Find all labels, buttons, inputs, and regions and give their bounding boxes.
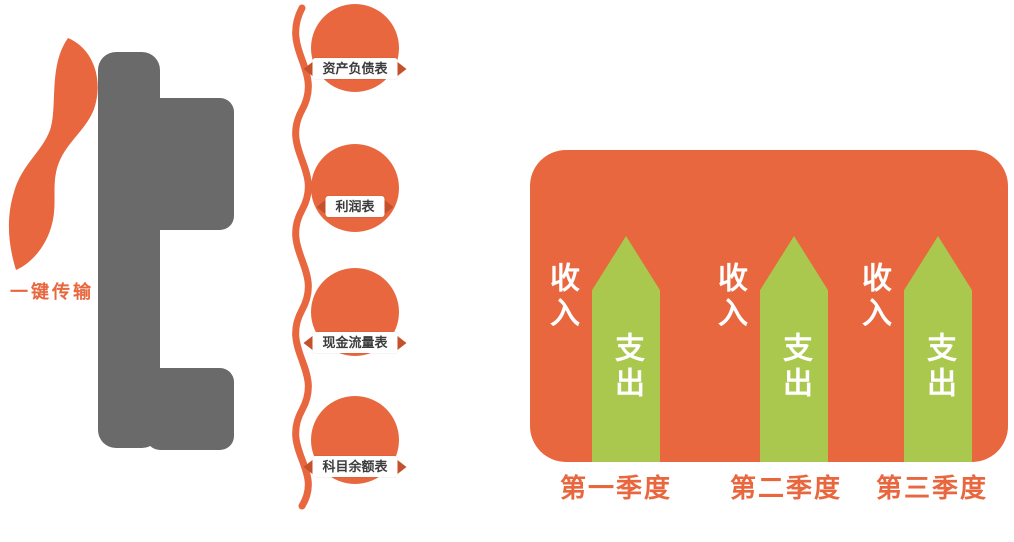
income-expense-panel: 收入 支出 收入 支出 收入 支出 bbox=[530, 150, 1008, 462]
report-column: 资产负债表 利润表 现金流量表 科目余额表 bbox=[280, 0, 430, 512]
expense-label: 支出 bbox=[610, 332, 643, 402]
expense-label: 支出 bbox=[778, 332, 811, 402]
report-ribbon-label: 利润表 bbox=[316, 196, 394, 217]
trend-arrow-up: 支出 bbox=[592, 236, 660, 462]
chain-link-line bbox=[292, 4, 312, 510]
expense-label: 支出 bbox=[922, 332, 955, 402]
device-silhouette-icon bbox=[98, 52, 234, 450]
income-label: 收入 bbox=[857, 262, 890, 332]
report-badge bbox=[311, 144, 399, 232]
trend-arrow-up: 支出 bbox=[760, 236, 828, 462]
one-key-transfer-label: 一键传输 bbox=[10, 282, 94, 302]
period-label: 第一季度 bbox=[559, 473, 672, 503]
trend-arrow-up: 支出 bbox=[904, 236, 972, 462]
report-ribbon-label: 科目余额表 bbox=[303, 456, 407, 477]
one-key-transfer-icon bbox=[8, 38, 98, 270]
period-label: 第二季度 bbox=[729, 473, 842, 503]
income-label: 收入 bbox=[713, 262, 746, 332]
period-label: 第三季度 bbox=[875, 473, 988, 503]
income-label: 收入 bbox=[545, 262, 578, 332]
report-ribbon-label: 现金流量表 bbox=[303, 332, 407, 353]
report-ribbon-label: 资产负债表 bbox=[303, 58, 407, 79]
